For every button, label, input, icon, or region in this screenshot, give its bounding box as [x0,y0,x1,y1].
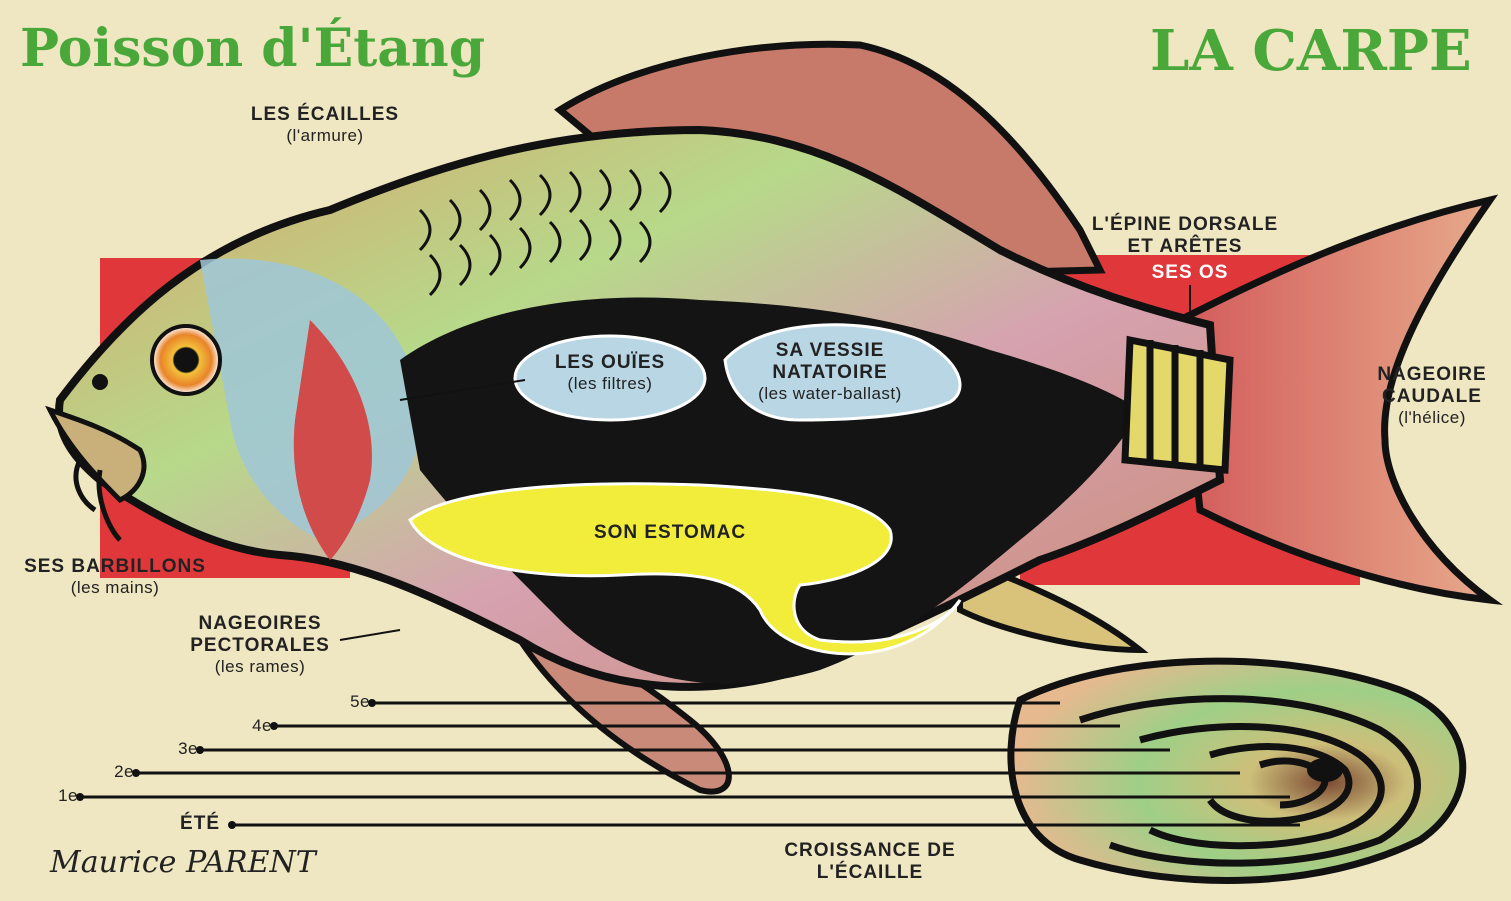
label-ouies-sub: (les filtres) [535,374,685,394]
label-croissance: CROISSANCE DE L'ÉCAILLE [750,840,990,884]
growth-mark-2: 2e [94,762,134,782]
label-ecailles: LES ÉCAILLES (l'armure) [200,104,450,145]
label-pectorales-sub: (les rames) [170,657,350,677]
label-croissance-line1: CROISSANCE DE [750,840,990,862]
label-epine-line1: L'ÉPINE DORSALE [1060,214,1310,236]
label-caudale-line2: CAUDALE [1362,386,1502,408]
title-left: Poisson d'Étang [20,18,485,79]
label-ouies: LES OUÏES (les filtres) [535,352,685,393]
growth-mark-3: 3e [158,739,198,759]
label-vessie: SA VESSIE NATATOIRE (les water-ballast) [720,340,940,403]
label-caudale-line1: NAGEOIRE [1362,364,1502,386]
label-barbillons-text: SES BARBILLONS [0,556,230,578]
eye [152,326,220,394]
label-pectorales-line1: NAGEOIRES [170,613,350,635]
label-caudale-sub: (l'hélice) [1362,408,1502,428]
title-right: LA CARPE [1150,18,1472,84]
label-estomac: SON ESTOMAC [560,522,780,544]
label-barbillons: SES BARBILLONS (les mains) [0,556,230,597]
scale-center [1307,758,1343,782]
scale-rings [1011,661,1463,880]
growth-mark-ete: ÉTÉ [150,813,220,835]
spine [1125,340,1230,470]
label-vessie-sub: (les water-ballast) [720,384,940,404]
label-ses-os: SES OS [1110,262,1270,284]
label-vessie-line2: NATATOIRE [720,362,940,384]
label-ouies-text: LES OUÏES [535,352,685,374]
label-pectorales: NAGEOIRES PECTORALES (les rames) [170,613,350,676]
label-ecailles-sub: (l'armure) [200,126,450,146]
label-caudale: NAGEOIRE CAUDALE (l'hélice) [1362,364,1502,427]
growth-mark-1: 1e [38,786,78,806]
label-barbillons-sub: (les mains) [0,578,230,598]
label-epine-line2: ET ARÊTES [1060,236,1310,258]
growth-mark-4: 4e [232,716,272,736]
label-pectorales-line2: PECTORALES [170,635,350,657]
label-croissance-line2: L'ÉCAILLE [750,862,990,884]
nostril [92,374,108,390]
label-vessie-line1: SA VESSIE [720,340,940,362]
label-epine: L'ÉPINE DORSALE ET ARÊTES [1060,214,1310,258]
growth-mark-5: 5e [330,692,370,712]
signature: Maurice PARENT [50,845,316,880]
label-ecailles-text: LES ÉCAILLES [200,104,450,126]
